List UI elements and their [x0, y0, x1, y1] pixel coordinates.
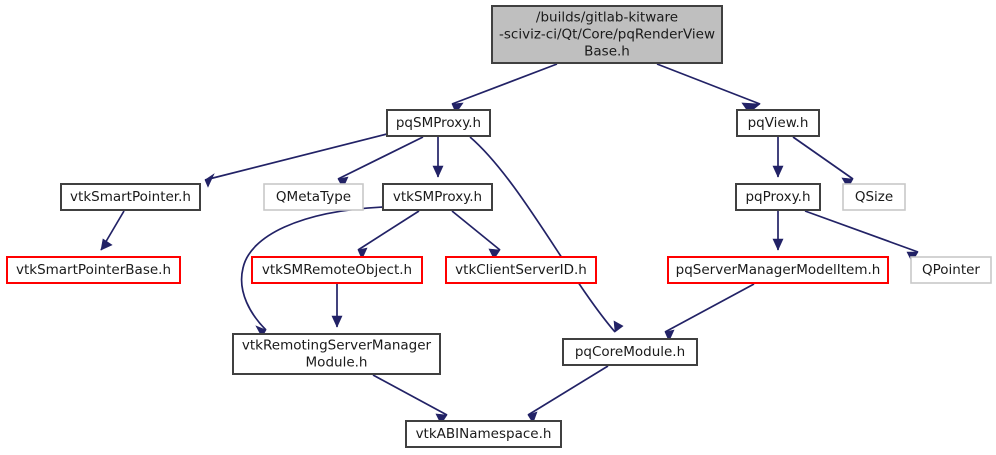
edge-line	[204, 133, 388, 181]
edge-pqServerManagerModelItem-to-pqCoreModule	[664, 283, 755, 342]
edge-pqView-to-pqProxy	[772, 137, 784, 178]
edge-pqSMProxy-to-vtkSmartPointer	[204, 133, 388, 188]
edge-layer	[100, 63, 919, 425]
edge-vtkSMProxy-to-vtkClientServerID	[451, 210, 501, 260]
node-rect	[405, 420, 562, 448]
node-QMetaType[interactable]: QMetaType	[263, 183, 364, 211]
node-vtkSmartPointerBase[interactable]: vtkSmartPointerBase.h	[6, 256, 181, 284]
node-label: QPointer	[922, 262, 980, 278]
node-label: QMetaType	[276, 189, 351, 205]
edge-line	[372, 374, 448, 416]
edge-pqProxy-to-QPointer	[804, 210, 919, 263]
edge-line	[451, 63, 558, 105]
node-vtkABINamespace[interactable]: vtkABINamespace.h	[405, 420, 562, 448]
arrowhead-icon	[331, 315, 343, 328]
node-rect	[382, 183, 493, 211]
node-label: QSize	[855, 189, 893, 205]
node-label: vtkABINamespace.h	[416, 426, 552, 442]
node-rect	[736, 109, 820, 137]
node-rect	[842, 183, 906, 211]
node-rect	[910, 256, 992, 284]
edge-line	[240, 206, 384, 331]
node-rect	[263, 183, 364, 211]
arrowhead-icon	[100, 238, 113, 251]
arrowhead-icon	[772, 238, 784, 251]
edge-pqSMProxy-to-vtkSMProxy	[432, 137, 444, 178]
node-vtkSMProxy[interactable]: vtkSMProxy.h	[382, 183, 493, 211]
edge-vtkRemotingServerManagerModule-to-vtkABINamespace	[372, 374, 448, 425]
node-label: vtkSmartPointer.h	[70, 189, 191, 205]
arrowhead-icon	[772, 165, 784, 178]
node-vtkSmartPointer[interactable]: vtkSmartPointer.h	[60, 183, 201, 211]
node-rect	[735, 183, 821, 211]
arrowhead-icon	[204, 173, 215, 188]
node-label: vtkClientServerID.h	[455, 262, 587, 278]
edge-line	[656, 63, 761, 105]
node-pqServerManagerModelItem[interactable]: pqServerManagerModelItem.h	[667, 256, 889, 284]
node-label: vtkSmartPointerBase.h	[16, 262, 171, 278]
arrowhead-icon	[741, 102, 761, 114]
arrowhead-icon	[357, 247, 368, 260]
node-label: pqProxy.h	[745, 189, 810, 205]
edge-root-to-pqSMProxy	[451, 63, 558, 114]
node-vtkSMRemoteObject[interactable]: vtkSMRemoteObject.h	[251, 256, 423, 284]
arrowhead-icon	[613, 320, 624, 333]
edge-line	[469, 136, 616, 333]
edge-vtkSMProxy-to-vtkSMRemoteObject	[357, 210, 420, 260]
edge-line	[527, 365, 609, 416]
edge-pqCoreModule-to-vtkABINamespace	[527, 365, 609, 424]
arrowhead-icon	[451, 102, 464, 114]
node-rect	[667, 256, 889, 284]
arrowhead-icon	[664, 329, 675, 342]
node-pqProxy[interactable]: pqProxy.h	[735, 183, 821, 211]
arrowhead-icon	[527, 411, 538, 424]
edge-root-to-pqView	[656, 63, 761, 114]
node-rect	[562, 338, 698, 366]
node-rect	[386, 109, 491, 137]
edge-pqProxy-to-pqServerManagerModelItem	[772, 211, 784, 251]
node-label: /builds/gitlab-kitware-sciviz-ci/Qt/Core…	[499, 10, 715, 60]
edge-line	[337, 136, 424, 180]
arrowhead-icon	[435, 413, 448, 425]
edge-pqSMProxy-to-QMetaType	[337, 136, 424, 189]
edge-pqView-to-QSize	[792, 136, 854, 189]
node-QPointer[interactable]: QPointer	[910, 256, 992, 284]
node-label: pqServerManagerModelItem.h	[676, 262, 881, 278]
node-label: pqCoreModule.h	[575, 344, 685, 360]
node-root: /builds/gitlab-kitware-sciviz-ci/Qt/Core…	[491, 5, 723, 64]
edge-line	[792, 136, 854, 180]
node-pqCoreModule[interactable]: pqCoreModule.h	[562, 338, 698, 366]
node-rect	[232, 333, 441, 375]
node-rect	[445, 256, 597, 284]
arrowhead-icon	[488, 248, 501, 260]
node-vtkClientServerID[interactable]: vtkClientServerID.h	[445, 256, 597, 284]
node-rect	[491, 5, 723, 64]
node-pqView[interactable]: pqView.h	[736, 109, 820, 137]
node-rect	[60, 183, 201, 211]
edge-vtkSmartPointer-to-vtkSmartPointerBase	[100, 210, 125, 251]
node-label: pqSMProxy.h	[396, 115, 481, 131]
node-QSize[interactable]: QSize	[842, 183, 906, 211]
edge-line	[804, 210, 919, 253]
edge-pqSMProxy-to-pqCoreModule	[469, 136, 624, 333]
edge-vtkSMRemoteObject-to-vtkRemotingServerManagerModule	[331, 284, 343, 328]
node-rect	[251, 256, 423, 284]
arrowhead-icon	[432, 165, 444, 178]
edge-line	[664, 283, 755, 333]
edge-line	[451, 210, 501, 251]
node-label: pqView.h	[748, 115, 809, 131]
node-label: vtkSMProxy.h	[393, 189, 482, 205]
edge-line	[357, 210, 420, 251]
node-layer: /builds/gitlab-kitware-sciviz-ci/Qt/Core…	[6, 5, 992, 448]
node-pqSMProxy[interactable]: pqSMProxy.h	[386, 109, 491, 137]
node-label: vtkSMRemoteObject.h	[262, 262, 412, 278]
node-rect	[6, 256, 181, 284]
